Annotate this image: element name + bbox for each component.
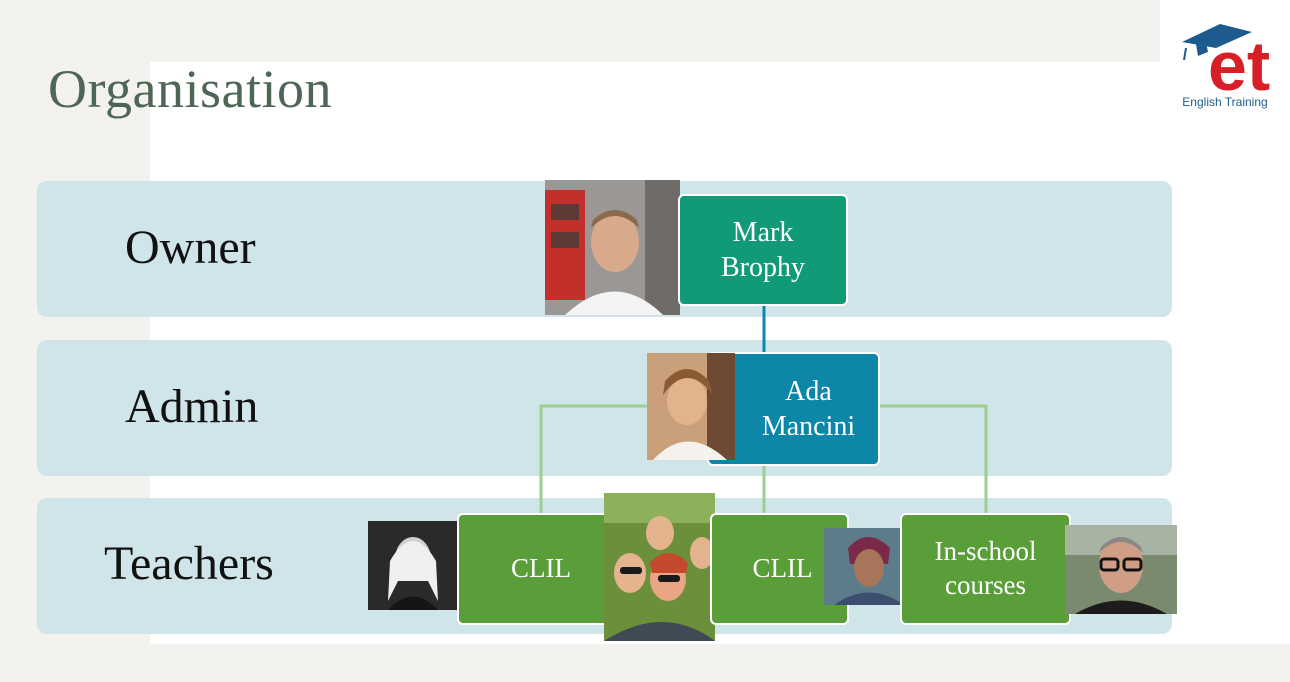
band-admin (37, 340, 1172, 476)
band-label-teachers: Teachers (104, 537, 274, 590)
teacher-photo-group (604, 493, 715, 641)
top-bar (0, 0, 1160, 62)
logo: et English Training (1160, 0, 1290, 120)
node-teacher-clil-1: CLIL (457, 513, 625, 625)
band-label-owner: Owner (125, 221, 256, 274)
slide-title: Organisation (48, 59, 332, 119)
logo-caption: English Training (1182, 95, 1268, 109)
teacher-photo-3 (824, 528, 913, 605)
admin-photo (647, 353, 735, 460)
logo-mark-text: et (1208, 27, 1270, 94)
node-admin: Ada Mancini (707, 352, 880, 466)
node-teacher-in-school: In-school courses (900, 513, 1071, 625)
teacher-photo-4 (1065, 525, 1177, 614)
node-owner: Mark Brophy (678, 194, 848, 306)
band-label-admin: Admin (125, 380, 259, 433)
owner-photo (545, 180, 680, 315)
connector-admin-teachers (539, 404, 988, 514)
teacher-photo-1 (368, 521, 458, 610)
graduation-cap-icon: et (1182, 24, 1270, 94)
